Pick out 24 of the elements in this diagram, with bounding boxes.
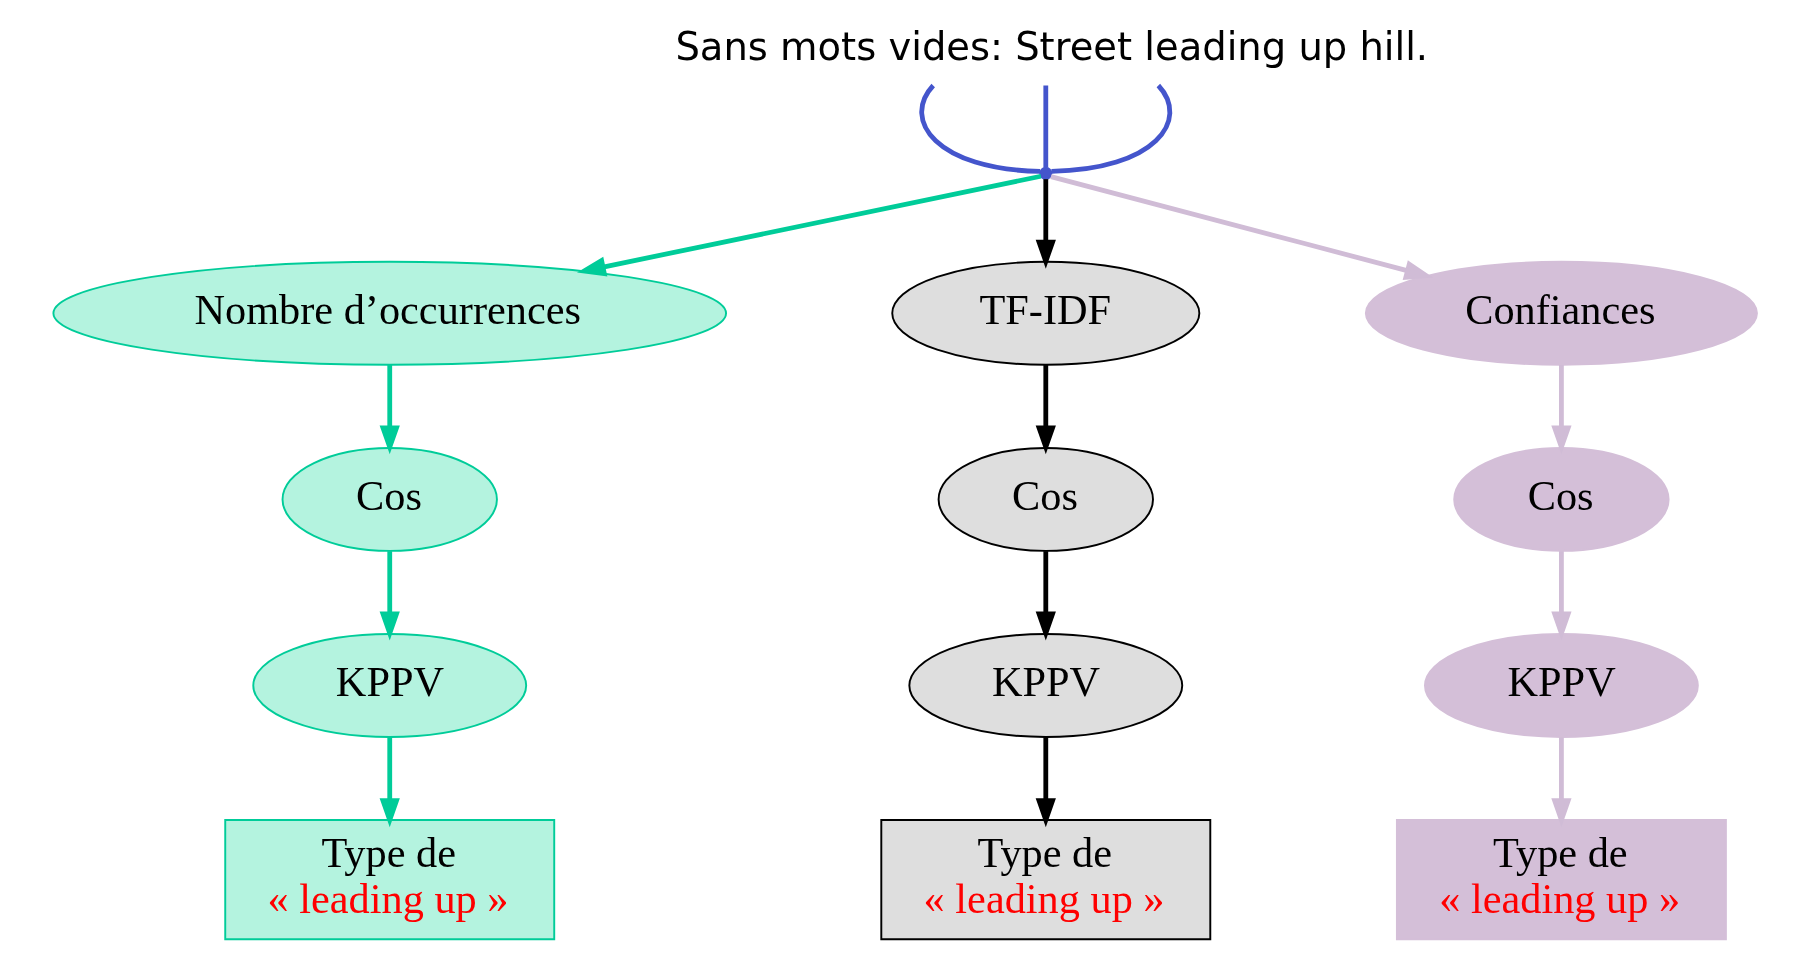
- node-ellipse: Cos: [937, 447, 1154, 552]
- connector: [919, 84, 1041, 174]
- connector: [1043, 85, 1049, 168]
- node-box: Type de « leading up »: [880, 819, 1212, 941]
- node-box: Type de « leading up »: [1395, 819, 1727, 941]
- node-text: Sans mots vides: Street leading up hill.: [675, 24, 1429, 70]
- node-ellipse: Nombre d’occurrences: [52, 260, 727, 366]
- node-ellipse: Cos: [281, 447, 498, 552]
- node-point: [1039, 166, 1053, 180]
- arrow: [1035, 179, 1056, 269]
- node-ellipse: Cos: [1453, 447, 1670, 552]
- arrow: [379, 365, 400, 455]
- connector: [1051, 84, 1173, 174]
- arrow: [577, 173, 1042, 277]
- node-ellipse: KPPV: [252, 633, 528, 738]
- arrow: [379, 737, 400, 828]
- arrow: [1035, 737, 1056, 828]
- node-ellipse: KPPV: [908, 633, 1184, 738]
- arrow: [1035, 365, 1056, 455]
- node-ellipse: TF-IDF: [891, 260, 1201, 366]
- node-box: Type de « leading up »: [224, 819, 556, 941]
- arrow: [1035, 551, 1056, 641]
- arrow: [379, 551, 400, 641]
- node-ellipse: KPPV: [1424, 633, 1699, 738]
